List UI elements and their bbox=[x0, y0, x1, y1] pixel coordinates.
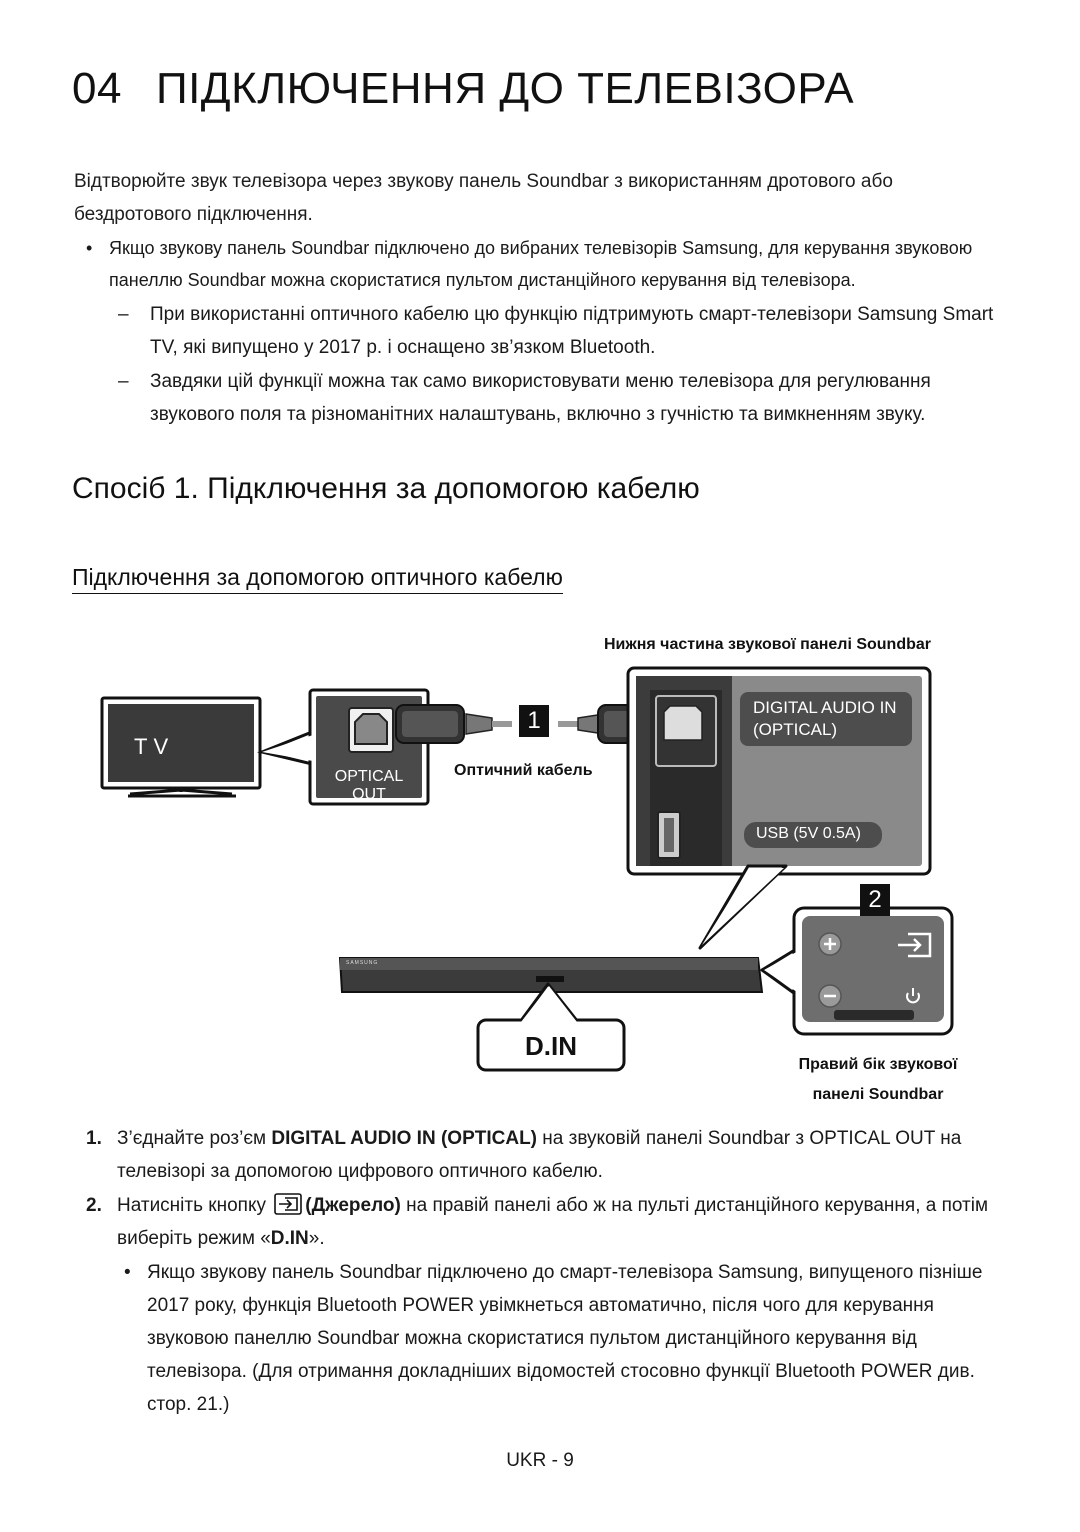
dash-mark: – bbox=[118, 304, 129, 325]
power-icon-panel bbox=[906, 988, 920, 1004]
step-2-number: 2. bbox=[86, 1195, 102, 1216]
bullet-dot: • bbox=[86, 238, 93, 258]
note-dash-2-text: Завдяки цій функції можна так само викор… bbox=[150, 371, 931, 425]
note-dash-1: – При використанні оптичного кабелю цю ф… bbox=[110, 298, 1010, 364]
step-2: 2. Натисніть кнопку (Джерело) на правій … bbox=[86, 1189, 1016, 1255]
source-icon-panel bbox=[898, 932, 932, 958]
step-2-text-e: ». bbox=[308, 1228, 325, 1249]
section-subtitle: Підключення за допомогою оптичного кабел… bbox=[72, 564, 563, 594]
step-2-bullet: • Якщо звукову панель Soundbar підключен… bbox=[114, 1256, 994, 1421]
step-1: 1. З’єднайте роз’єм DIGITAL AUDIO IN (OP… bbox=[86, 1122, 1016, 1188]
tv-illustration bbox=[100, 696, 262, 798]
caption-right-panel: Правий бік звукової панелі Soundbar bbox=[792, 1050, 964, 1110]
chapter-number: 04 bbox=[72, 64, 122, 113]
soundbar-illustration bbox=[338, 957, 764, 993]
step-badge-2: 2 bbox=[860, 884, 890, 916]
step-2-bullet-text: Якщо звукову панель Soundbar підключено … bbox=[147, 1262, 983, 1415]
page-number: UKR - 9 bbox=[506, 1450, 574, 1471]
step-1-text: З’єднайте роз’єм DIGITAL AUDIO IN (OPTIC… bbox=[117, 1122, 1016, 1188]
intro-paragraph: Відтворюйте звук телевізора через звуков… bbox=[74, 171, 893, 225]
step-1-text-c: на звуковій панелі Soundbar з OPTICAL OU… bbox=[117, 1128, 962, 1182]
tv-label: TV bbox=[134, 734, 175, 759]
usb-label: USB (5V 0.5A) bbox=[756, 825, 861, 842]
dash-mark: – bbox=[118, 371, 129, 392]
caption-bottom-panel: Нижня частина звукової панелі Soundbar bbox=[604, 636, 931, 653]
digital-audio-line-2: (OPTICAL) bbox=[753, 720, 838, 739]
digital-audio-line-1: DIGITAL AUDIO IN bbox=[753, 698, 897, 717]
step-1-number: 1. bbox=[86, 1128, 102, 1149]
page-title: 04 ПІДКЛЮЧЕННЯ ДО ТЕЛЕВІЗОРА bbox=[72, 64, 854, 114]
step-2-text: Натисніть кнопку (Джерело) на правій пан… bbox=[117, 1189, 1016, 1255]
chapter-title: ПІДКЛЮЧЕННЯ ДО ТЕЛЕВІЗОРА bbox=[155, 64, 855, 113]
step-2-text-c: на правій панелі або ж на пульті дистанц… bbox=[117, 1195, 989, 1249]
right-caption-line-1: Правий бік звукової bbox=[798, 1056, 958, 1073]
note-dash-1-text: При використанні оптичного кабелю цю фун… bbox=[150, 304, 994, 358]
source-icon bbox=[274, 1193, 303, 1215]
optical-out-label: OPTICAL OUT bbox=[334, 768, 404, 803]
note-bullet-text: Якщо звукову панель Soundbar підключено … bbox=[109, 238, 973, 290]
right-caption-line-2: панелі Soundbar bbox=[812, 1086, 944, 1103]
connection-diagram bbox=[100, 666, 954, 1072]
step-1-port-name: DIGITAL AUDIO IN (OPTICAL) bbox=[271, 1128, 538, 1149]
step-badge-1: 1 bbox=[519, 705, 549, 737]
bullet-dot: • bbox=[124, 1262, 131, 1283]
digital-audio-in-label: DIGITAL AUDIO IN (OPTICAL) bbox=[753, 697, 897, 741]
note-dash-2: – Завдяки цій функції можна так само вик… bbox=[110, 365, 1010, 431]
note-bullet: • Якщо звукову панель Soundbar підключен… bbox=[74, 232, 1014, 296]
din-label: D.IN bbox=[525, 1031, 577, 1061]
step-2-text-a: Натисніть кнопку bbox=[117, 1195, 272, 1216]
section-title: Спосіб 1. Підключення за допомогою кабел… bbox=[72, 472, 700, 505]
step-1-text-a: З’єднайте роз’єм bbox=[117, 1128, 272, 1149]
soundbar-logo: SAMSUNG bbox=[346, 960, 379, 966]
cable-caption: Оптичний кабель bbox=[454, 762, 593, 779]
step-2-mode-name: D.IN bbox=[270, 1228, 309, 1249]
step-2-button-name: (Джерело) bbox=[305, 1195, 401, 1216]
